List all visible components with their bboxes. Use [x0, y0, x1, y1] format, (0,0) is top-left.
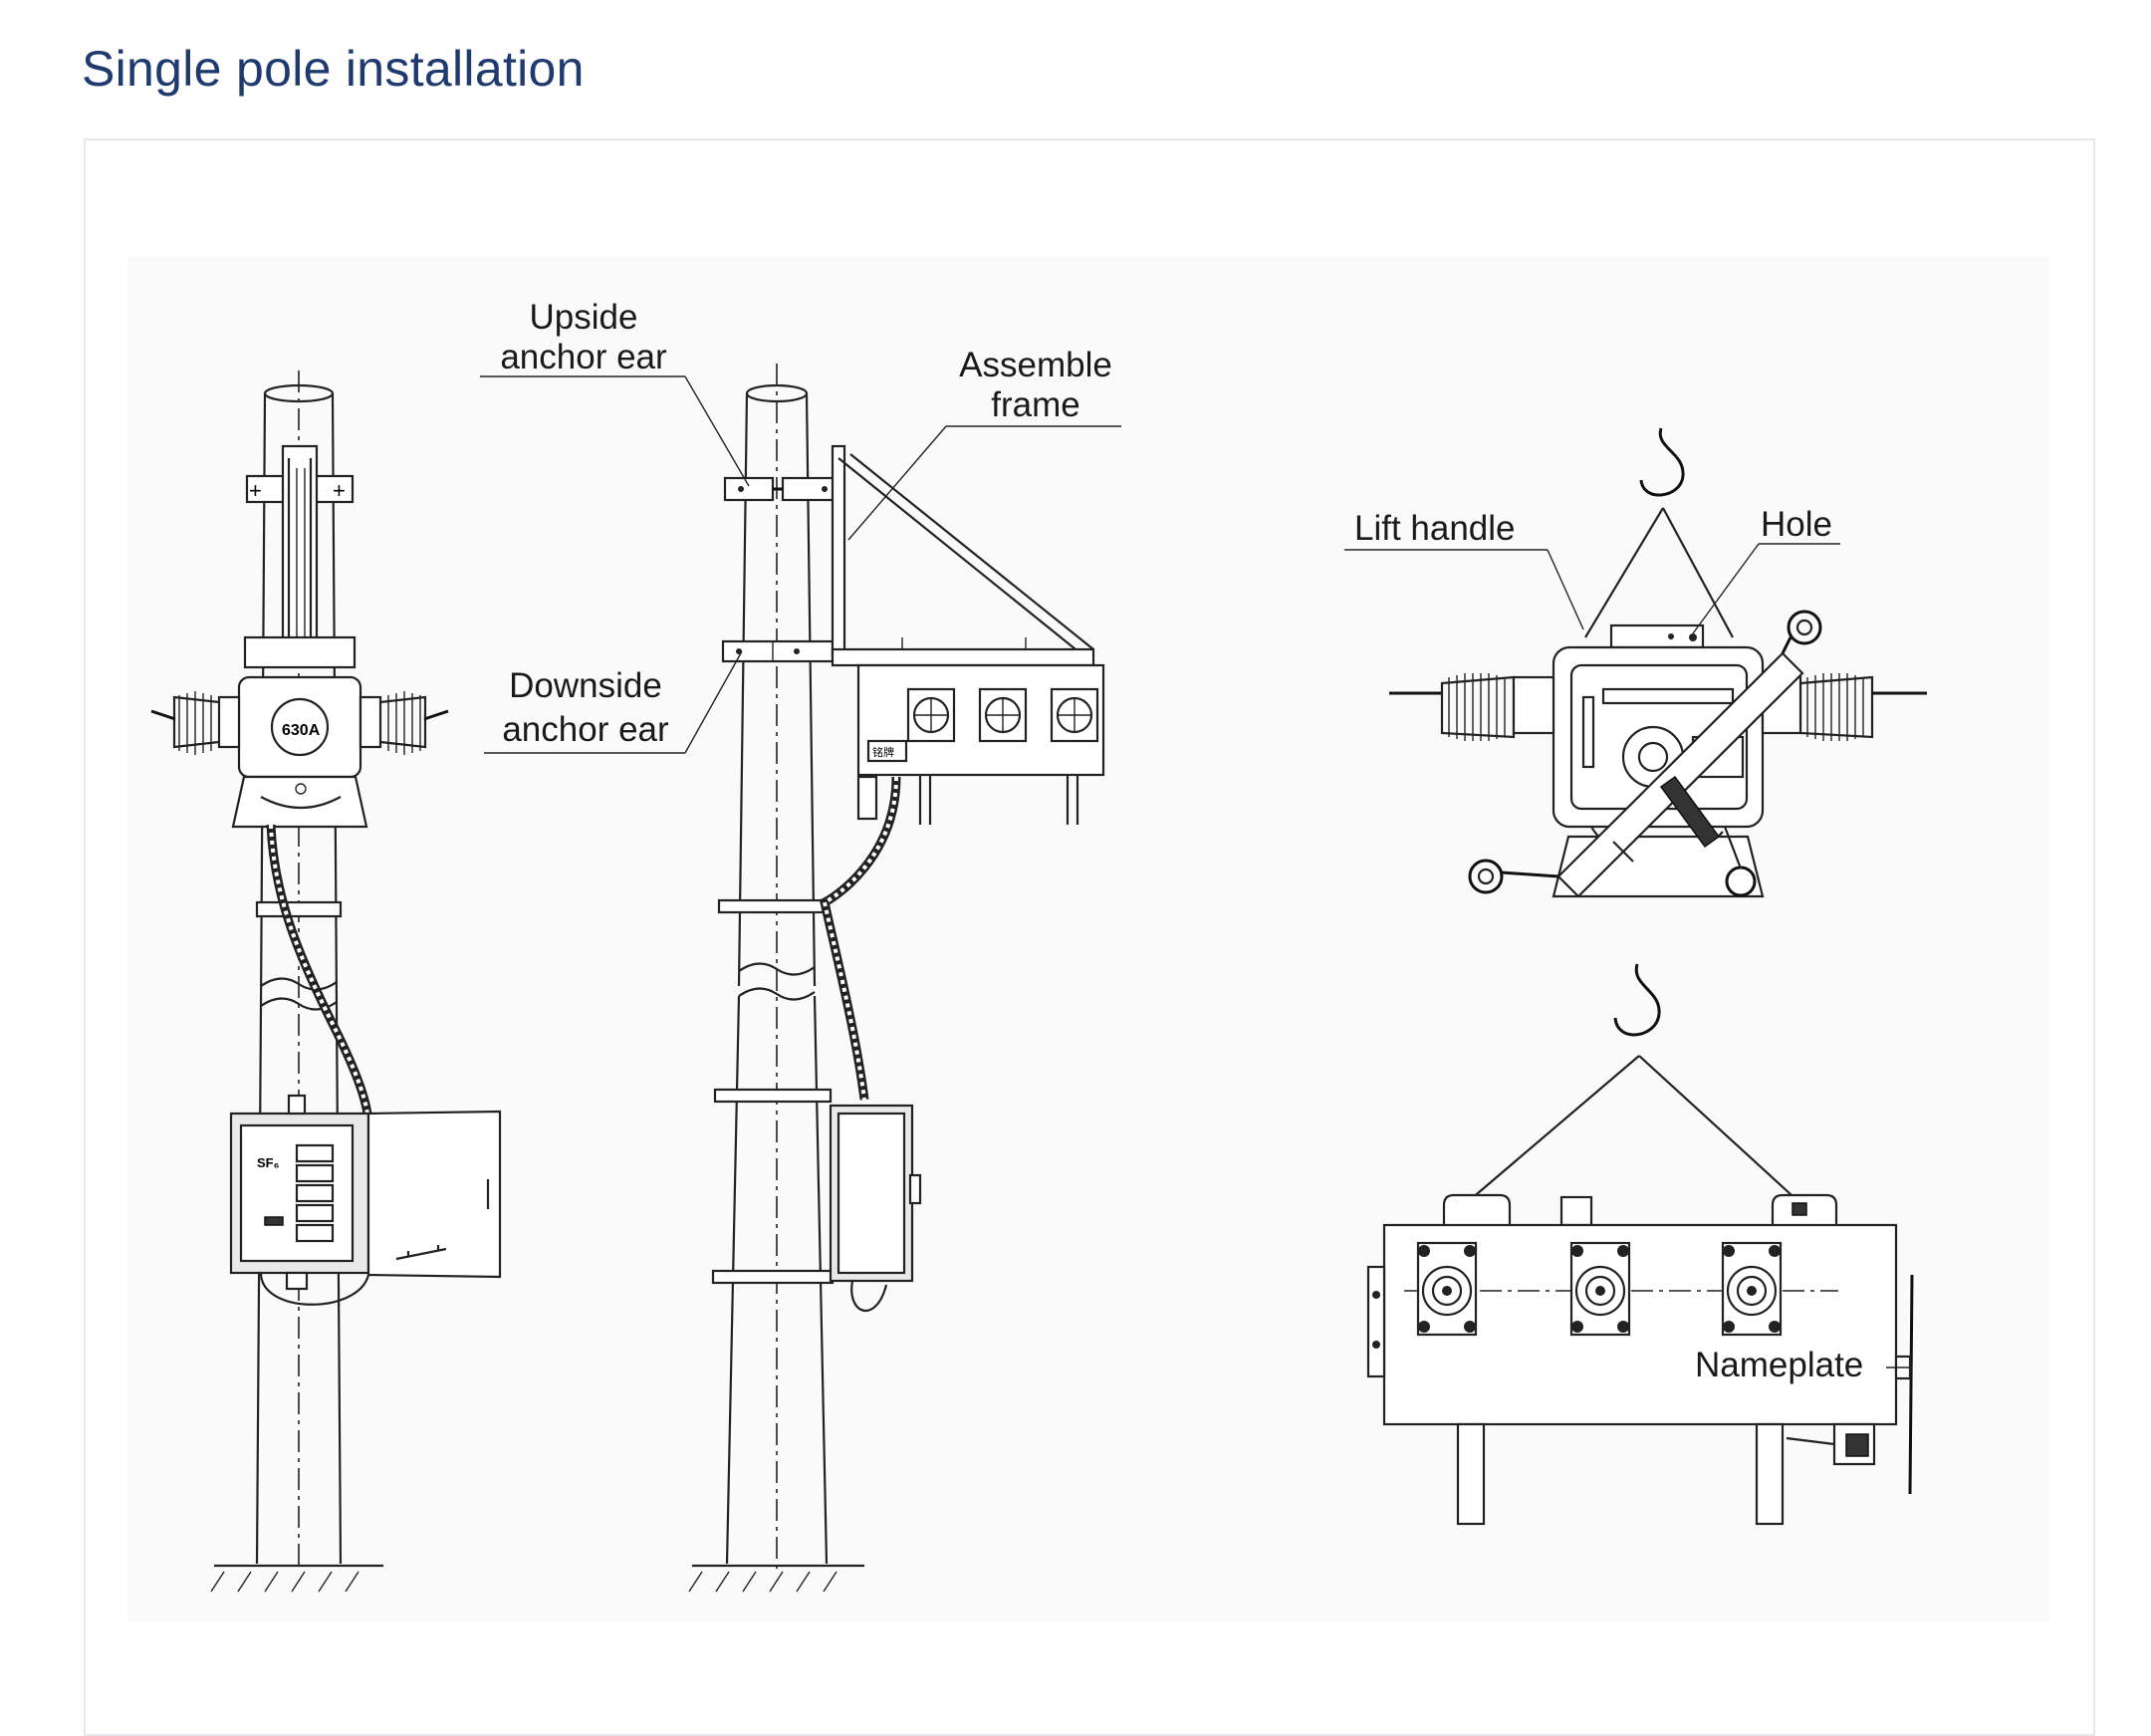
callout-downside-line1: Downside — [509, 666, 662, 705]
callout-nameplate-text: Nameplate — [1695, 1346, 1863, 1384]
lift-handle-left — [1442, 1193, 1512, 1225]
callout-lift-handle: Lift handle — [1344, 509, 1584, 630]
downside-anchor-ear — [721, 639, 835, 663]
callout-assemble-line1: Assemble — [959, 346, 1112, 384]
switch-side: 铭牌 — [856, 663, 1105, 825]
front-view: + + 630A — [150, 371, 502, 1593]
control-box-side — [829, 1104, 922, 1313]
frame-tag-label: 铭牌 — [872, 745, 894, 759]
callout-nameplate: Nameplate — [1695, 1346, 1863, 1384]
rating-label: 630A — [282, 722, 321, 739]
callout-hole: Hole — [1692, 505, 1840, 634]
bushing-left-end — [1389, 673, 1555, 741]
page-title: Single pole installation — [82, 41, 585, 97]
side-view: 铭牌 — [688, 364, 1105, 1593]
callout-assemble-line2: frame — [991, 385, 1079, 424]
terminal-3-top — [1721, 1241, 1783, 1337]
callout-downside-anchor-ear: Downside anchor ear — [484, 650, 743, 754]
switch-body-front: 630A — [150, 675, 449, 829]
bushing-right-front — [358, 691, 449, 755]
terminal-1-side — [906, 687, 956, 743]
lifting-end-view — [1389, 427, 1927, 898]
bushing-left-front — [150, 691, 241, 755]
upside-anchor-ear — [723, 476, 844, 502]
ground-front — [210, 1564, 383, 1593]
callout-assemble-frame: Assemble frame — [847, 346, 1121, 541]
lifting-side-view — [1366, 963, 1914, 1526]
terminal-2-side — [978, 687, 1028, 743]
hook-top-icon — [1639, 427, 1685, 497]
pole-band-front — [255, 900, 343, 918]
callout-upside-line1: Upside — [530, 298, 638, 337]
terminal-3-side — [1050, 687, 1099, 743]
callout-upside-anchor-ear: Upside anchor ear — [480, 298, 750, 487]
terminal-1-top — [1416, 1241, 1478, 1337]
upper-bracket-front: + + — [243, 444, 357, 669]
svg-text:+: + — [333, 478, 346, 503]
pole-band-side-2 — [713, 1088, 833, 1104]
callout-downside-line2: anchor ear — [502, 710, 669, 749]
control-box-front: SF₆ — [229, 1094, 502, 1306]
svg-text:+: + — [249, 478, 262, 503]
callout-hole-text: Hole — [1761, 505, 1832, 544]
operating-rod — [1468, 610, 1822, 898]
hole-marker — [1689, 633, 1697, 641]
hook-bottom-icon — [1613, 963, 1661, 1037]
pole-side — [725, 364, 829, 1569]
callout-lift-handle-text: Lift handle — [1354, 509, 1516, 548]
terminal-2-top — [1569, 1241, 1631, 1337]
sf6-label: SF₆ — [257, 1155, 280, 1170]
callout-upside-line2: anchor ear — [500, 338, 667, 376]
ground-side — [688, 1564, 864, 1593]
pole-band-side-3 — [711, 1269, 835, 1285]
assemble-frame — [831, 444, 1095, 667]
pole-band-side-1 — [717, 898, 831, 914]
